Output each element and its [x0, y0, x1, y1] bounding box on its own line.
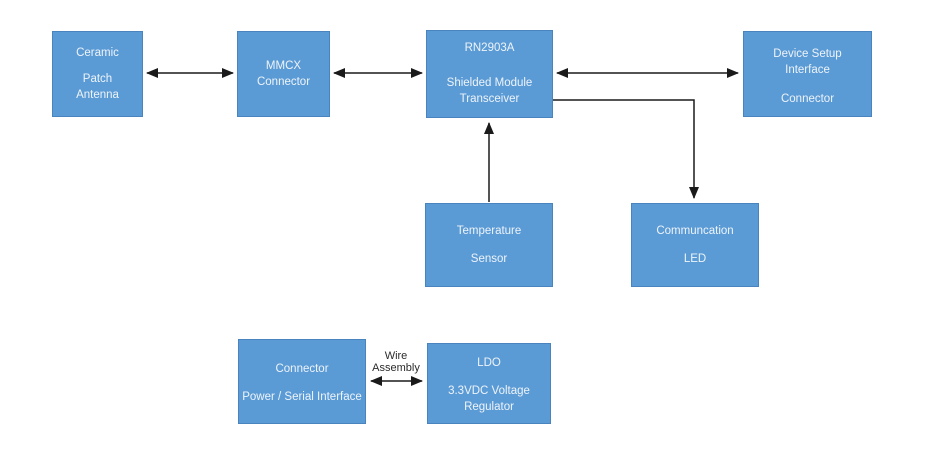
block-label: LED — [683, 253, 707, 265]
block-label: Connector — [256, 76, 311, 88]
block-label: 3.3VDC Voltage — [448, 385, 530, 397]
block-label: Power / Serial Interface — [242, 391, 362, 403]
block-communication-led: Communcation LED — [631, 203, 759, 287]
line-gap — [426, 239, 552, 251]
block-label: Regulator — [464, 401, 514, 413]
line-gap — [744, 78, 871, 91]
arrow-rn2903a-led — [553, 99, 699, 199]
block-label: Connector — [275, 363, 329, 375]
wire-assembly-label-line: Assembly — [372, 362, 420, 374]
block-label: MMCX — [265, 60, 302, 72]
block-label: LDO — [477, 357, 501, 369]
block-power-serial-connector: Connector Power / Serial Interface — [238, 339, 366, 424]
line-gap — [239, 377, 365, 389]
wire-assembly-label: Wire Assembly — [366, 350, 426, 374]
line-gap — [53, 61, 142, 71]
block-label: Connector — [780, 93, 835, 105]
line-gap — [427, 56, 552, 75]
wire-assembly-label-line: Wire — [384, 350, 408, 362]
block-label: Antenna — [76, 89, 119, 101]
block-label: Communcation — [656, 225, 734, 237]
block-ceramic-patch-antenna: Ceramic Patch Antenna — [52, 31, 143, 117]
block-label: Patch — [82, 73, 113, 85]
block-label: Transceiver — [459, 93, 520, 105]
block-rn2903a-transceiver: RN2903A Shielded Module Transceiver — [426, 30, 553, 118]
block-label: Interface — [785, 64, 830, 76]
block-label: Sensor — [470, 253, 508, 265]
block-temperature-sensor: Temperature Sensor — [425, 203, 553, 287]
block-label: Temperature — [456, 225, 522, 237]
block-label: RN2903A — [464, 42, 515, 54]
block-label: Shielded Module — [446, 77, 533, 89]
line-gap — [632, 239, 758, 251]
line-gap — [428, 371, 550, 383]
block-mmcx-connector: MMCX Connector — [237, 31, 330, 117]
block-ldo-voltage-regulator: LDO 3.3VDC Voltage Regulator — [427, 343, 551, 424]
block-label: Ceramic — [76, 47, 119, 59]
block-device-setup-interface-connector: Device Setup Interface Connector — [743, 31, 872, 117]
block-label: Device Setup — [773, 48, 842, 60]
